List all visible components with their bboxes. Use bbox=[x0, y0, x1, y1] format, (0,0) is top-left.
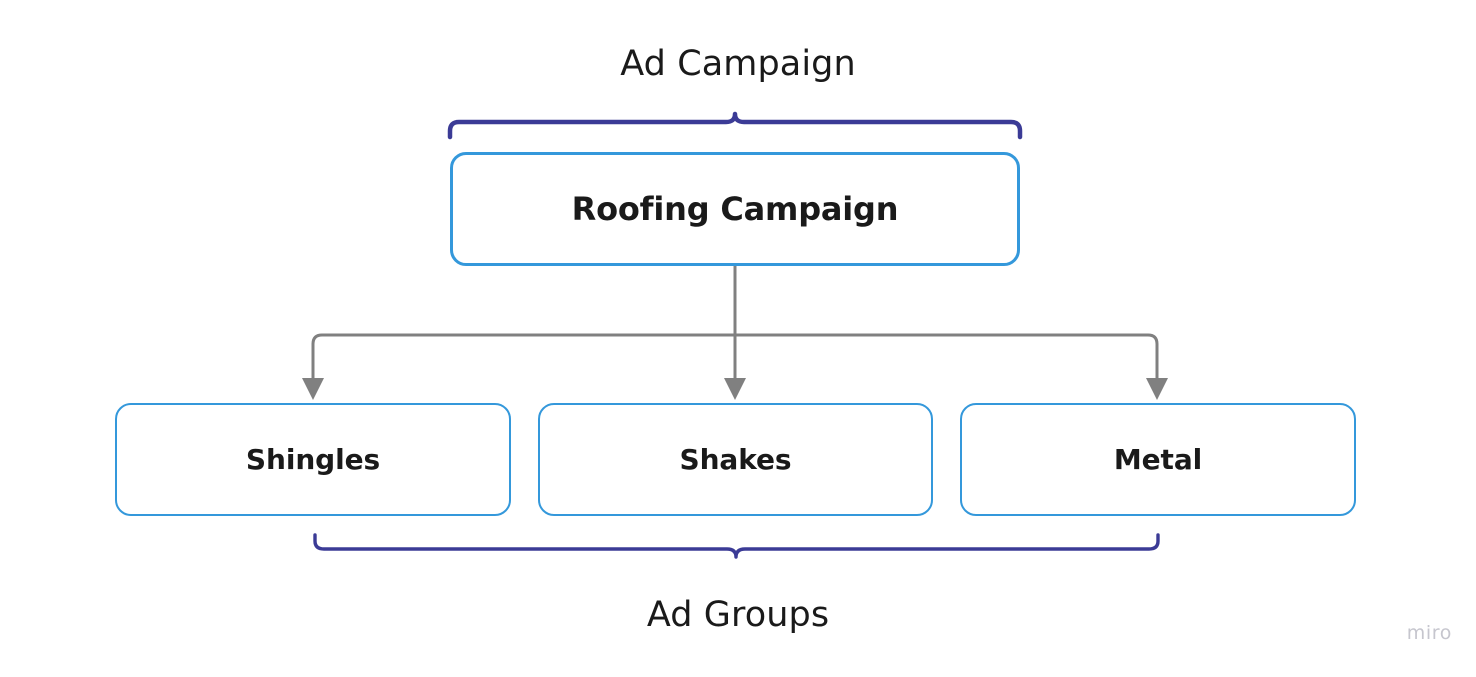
arrowhead-left bbox=[302, 378, 324, 400]
connector-branch-left bbox=[311, 333, 323, 381]
node-shakes[interactable]: Shakes bbox=[538, 403, 933, 516]
node-roofing-campaign[interactable]: Roofing Campaign bbox=[450, 152, 1020, 266]
section-label-ad-groups: Ad Groups bbox=[646, 595, 830, 635]
miro-watermark: miro bbox=[1406, 622, 1452, 644]
node-metal-label: Metal bbox=[1113, 443, 1203, 476]
arrowhead-right bbox=[1146, 378, 1168, 400]
node-roofing-campaign-label: Roofing Campaign bbox=[571, 190, 899, 228]
top-brace bbox=[447, 111, 1023, 140]
section-label-ad-campaign: Ad Campaign bbox=[620, 44, 856, 84]
node-shingles[interactable]: Shingles bbox=[115, 403, 511, 516]
arrowhead-middle bbox=[724, 378, 746, 400]
bottom-brace bbox=[313, 533, 1160, 559]
connector-branch-right bbox=[1147, 333, 1159, 381]
node-shingles-label: Shingles bbox=[245, 443, 381, 476]
node-metal[interactable]: Metal bbox=[960, 403, 1356, 516]
node-shakes-label: Shakes bbox=[679, 443, 792, 476]
